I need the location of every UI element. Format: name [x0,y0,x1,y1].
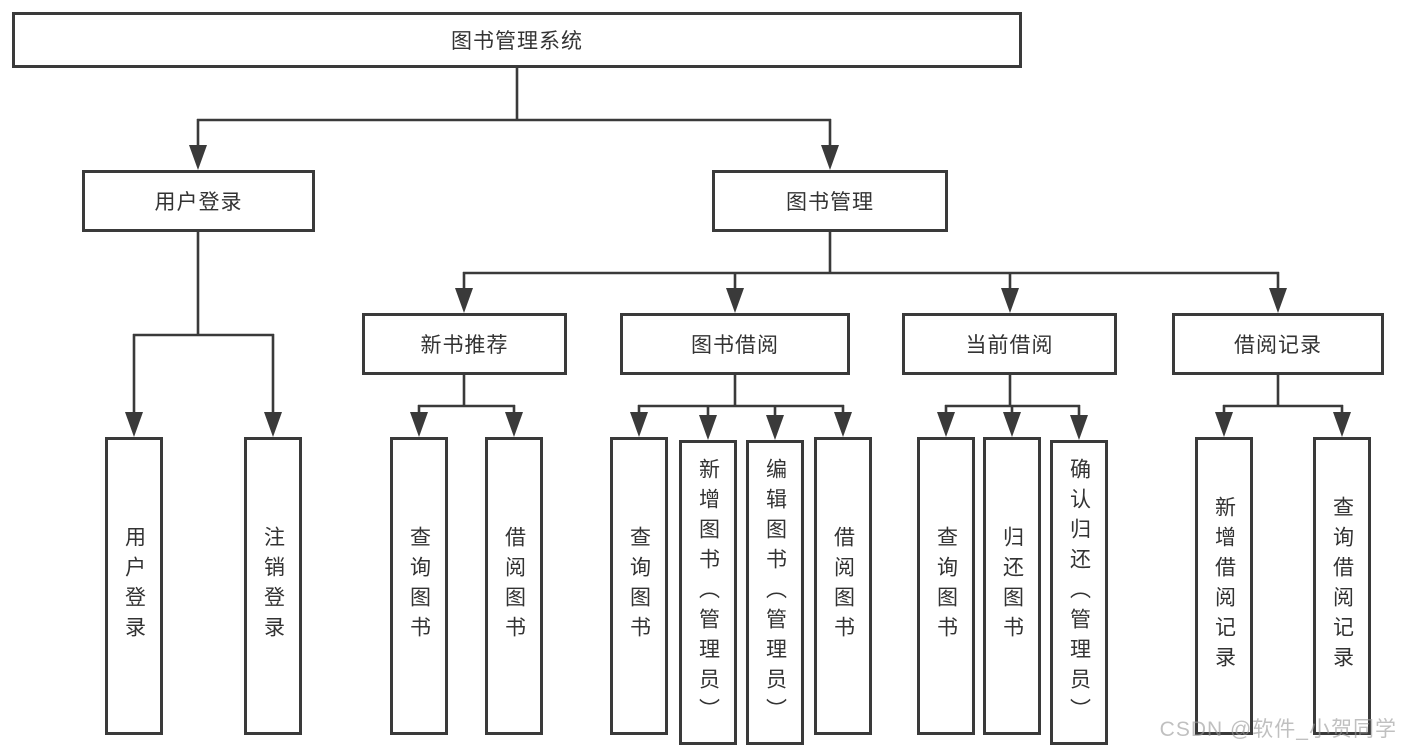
leaf-current-query-books: 查询图书 [917,437,975,735]
leaf-records-add-borrow-record-label: 新增借阅记录 [1212,496,1236,676]
node-book-management: 图书管理 [712,170,948,232]
leaf-logout: 注销登录 [244,437,302,735]
leaf-current-return-books-label: 归还图书 [1000,526,1024,646]
leaf-borrowing-add-books-admin: 新增图书（管理员） [679,440,737,745]
leaf-records-query-borrow-record-label: 查询借阅记录 [1330,496,1354,676]
node-user-login: 用户登录 [82,170,315,232]
leaf-borrowing-query-books-label: 查询图书 [627,526,651,646]
leaf-borrowing-edit-books-admin-label: 编辑图书（管理员） [763,457,787,728]
leaf-records-add-borrow-record: 新增借阅记录 [1195,437,1253,735]
leaf-borrowing-edit-books-admin: 编辑图书（管理员） [746,440,804,745]
leaf-recommend-query-books: 查询图书 [390,437,448,735]
leaf-records-query-borrow-record: 查询借阅记录 [1313,437,1371,735]
leaf-borrowing-add-books-admin-label: 新增图书（管理员） [696,457,720,728]
leaf-borrowing-query-books: 查询图书 [610,437,668,735]
leaf-current-return-books: 归还图书 [983,437,1041,735]
node-current-borrowing: 当前借阅 [902,313,1117,375]
leaf-recommend-borrow-books: 借阅图书 [485,437,543,735]
leaf-logout-label: 注销登录 [261,526,285,646]
leaf-recommend-query-books-label: 查询图书 [407,526,431,646]
leaf-user-login: 用户登录 [105,437,163,735]
leaf-user-login-label: 用户登录 [122,526,146,646]
leaf-current-confirm-return-admin: 确认归还（管理员） [1050,440,1108,745]
node-borrowing-records: 借阅记录 [1172,313,1384,375]
node-library-management-system: 图书管理系统 [12,12,1022,68]
csdn-watermark: CSDN @软件_小贺同学 [1159,718,1397,741]
leaf-recommend-borrow-books-label: 借阅图书 [502,526,526,646]
leaf-current-query-books-label: 查询图书 [934,526,958,646]
leaf-borrowing-borrow-books: 借阅图书 [814,437,872,735]
node-new-book-recommendation: 新书推荐 [362,313,567,375]
leaf-borrowing-borrow-books-label: 借阅图书 [831,526,855,646]
node-book-borrowing: 图书借阅 [620,313,850,375]
leaf-current-confirm-return-admin-label: 确认归还（管理员） [1067,457,1091,728]
